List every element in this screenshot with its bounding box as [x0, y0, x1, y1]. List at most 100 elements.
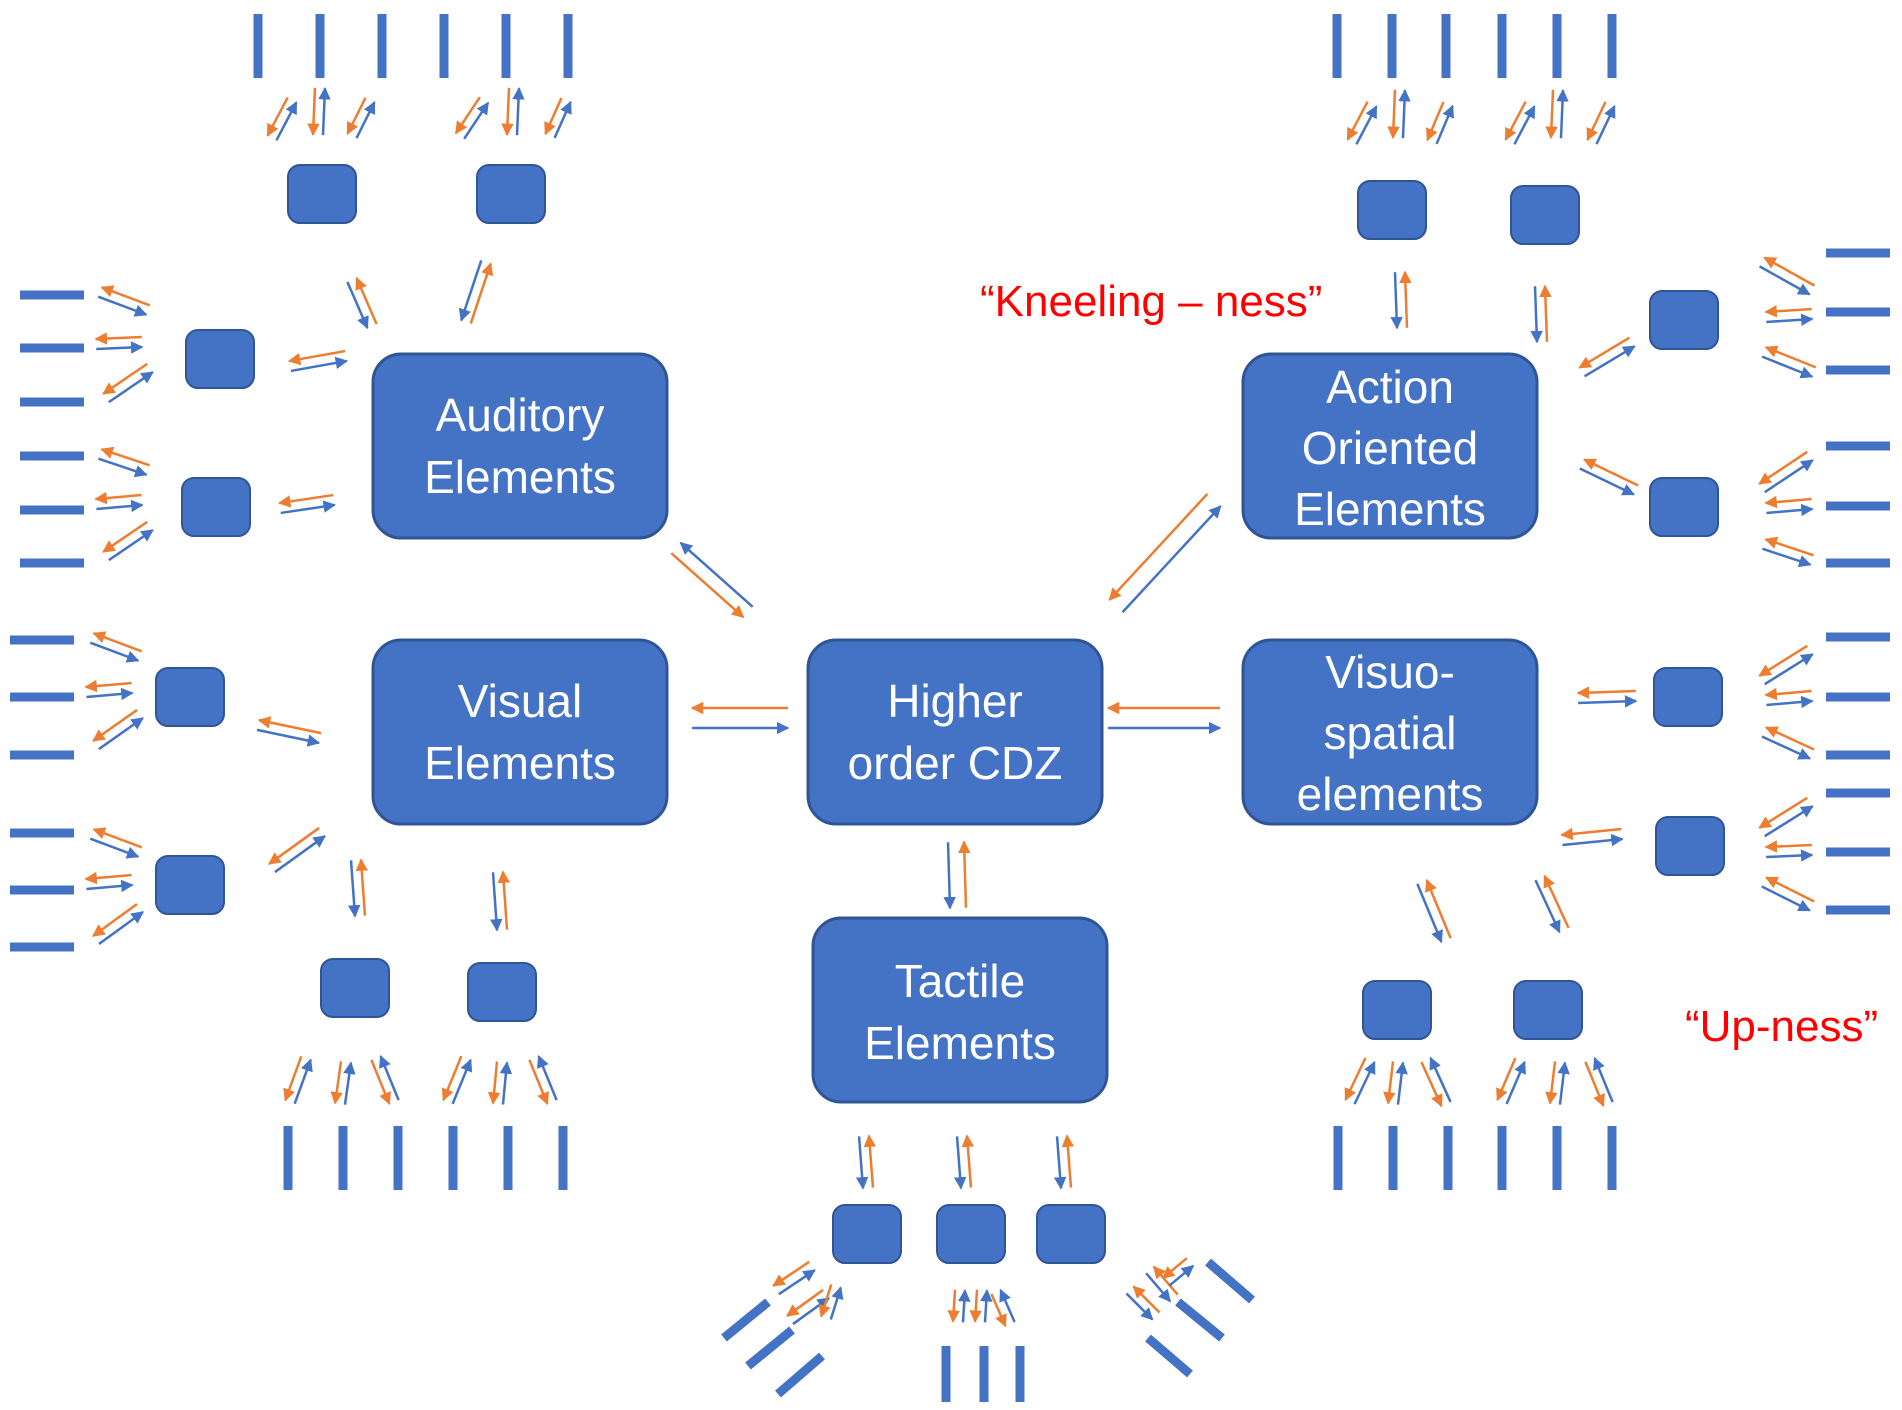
arrow: [1578, 336, 1631, 369]
tactile-label-line-2: Elements: [864, 1017, 1056, 1069]
arrow: [283, 1055, 303, 1102]
arrow: [1764, 495, 1812, 509]
arrow: [1416, 883, 1443, 944]
arrow: [1560, 827, 1622, 841]
arrow: [544, 97, 563, 136]
small-node: [1649, 290, 1719, 350]
arrow: [274, 835, 326, 874]
input-line: [1145, 1334, 1193, 1378]
input-line: [721, 1298, 771, 1342]
arrow: [969, 1289, 982, 1323]
arrow: [1764, 345, 1817, 369]
auditory-label-line-2: Elements: [424, 451, 616, 503]
arrow: [1061, 1134, 1075, 1188]
small-node: [1357, 180, 1427, 240]
arrow: [863, 1134, 877, 1188]
arrow: [1399, 270, 1412, 328]
connection-arrows: [84, 86, 1817, 1328]
small-node: [1362, 980, 1432, 1040]
arrow: [512, 86, 525, 136]
arrow: [1583, 458, 1639, 487]
arrow: [1425, 878, 1452, 939]
arrow: [528, 1059, 549, 1106]
small-node: [181, 477, 251, 537]
arrow: [100, 285, 151, 307]
arrow: [1765, 876, 1815, 903]
arrow: [290, 356, 349, 373]
arrow: [947, 1289, 960, 1323]
arrow: [1761, 885, 1811, 912]
arrow: [1758, 450, 1808, 485]
arrow: [98, 911, 144, 946]
arrow: [1764, 726, 1815, 751]
small-node: [476, 164, 546, 224]
visual-label-line-1: Visual: [458, 675, 582, 727]
arrow: [97, 295, 148, 317]
arrow: [1758, 644, 1809, 677]
arrow: [1584, 1061, 1605, 1108]
arrow: [86, 687, 134, 701]
action-label-line-3: Elements: [1294, 483, 1486, 535]
arrow: [89, 837, 140, 859]
arrow: [278, 493, 334, 508]
input-lines: [10, 14, 1890, 1402]
arrow: [1496, 1057, 1517, 1102]
arrow: [1543, 874, 1570, 929]
arrow: [256, 728, 321, 747]
visuospatial-label-line-1: Visuo-: [1325, 646, 1455, 698]
arrow: [958, 840, 971, 908]
small-node: [287, 164, 357, 224]
small-node: [832, 1204, 902, 1264]
arrow: [1593, 1056, 1614, 1103]
small-node: [155, 667, 225, 727]
arrow: [490, 872, 503, 932]
arrow: [1534, 879, 1561, 934]
arrow: [1121, 505, 1222, 613]
arrow: [1766, 849, 1814, 862]
arrow: [1545, 1061, 1558, 1105]
arrow: [102, 362, 148, 395]
arrow: [84, 679, 132, 693]
arrow: [1504, 101, 1527, 141]
arrow: [370, 1059, 391, 1106]
tactile-label-line-1: Tactile: [895, 955, 1025, 1007]
action-label-line-1: Action: [1326, 361, 1454, 413]
arrow: [1586, 101, 1607, 141]
arrow: [1764, 687, 1812, 701]
visual-elements-box: Visual Elements: [371, 638, 669, 826]
arrow: [96, 341, 144, 354]
arrow: [1761, 735, 1812, 760]
arrow: [786, 1288, 824, 1317]
arrow: [487, 1061, 501, 1105]
arrow: [1763, 653, 1814, 686]
arrow: [778, 1269, 816, 1296]
arrow: [501, 87, 514, 137]
arrow: [94, 491, 142, 505]
arrow: [92, 827, 143, 849]
small-node: [1655, 816, 1725, 876]
arrow: [855, 1136, 869, 1190]
arrow: [1576, 686, 1636, 699]
arrow: [1539, 284, 1552, 342]
visuospatial-label-line-2: spatial: [1324, 707, 1457, 759]
action-label-line-2: Oriented: [1302, 422, 1478, 474]
arrow: [1761, 355, 1814, 379]
arrow: [94, 332, 142, 345]
arrow: [1758, 265, 1811, 296]
small-node: [936, 1204, 1006, 1264]
arrow: [266, 97, 289, 137]
arrow: [454, 96, 481, 135]
arrow: [108, 371, 154, 404]
arrow: [1764, 305, 1812, 318]
arrow: [1762, 547, 1812, 568]
input-line: [1175, 1298, 1225, 1342]
auditory-elements-box: Auditory Elements: [371, 352, 669, 540]
arrow: [1161, 1257, 1188, 1280]
arrow: [990, 1293, 1007, 1328]
small-node: [320, 958, 390, 1018]
arrow: [499, 1061, 513, 1105]
arrow: [318, 86, 331, 136]
arrow: [792, 1297, 830, 1326]
small-node: [1653, 667, 1723, 727]
arrow: [347, 860, 361, 918]
